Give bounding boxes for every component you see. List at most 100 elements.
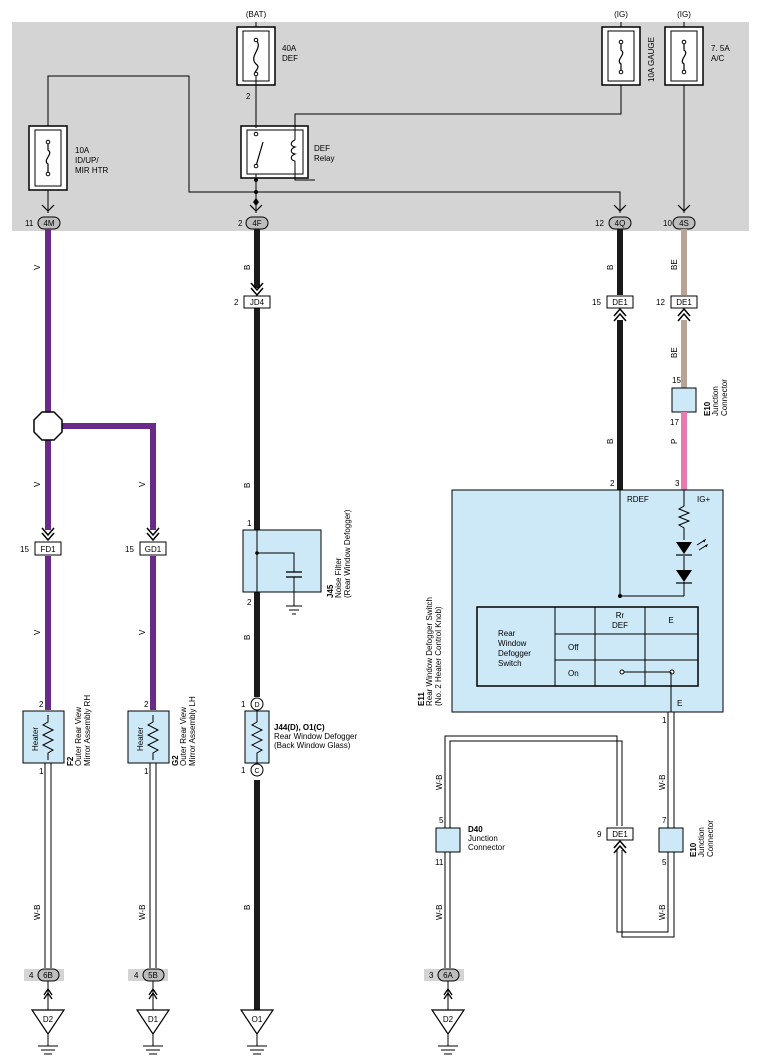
- connector-de1-switch: DE1: [606, 295, 634, 309]
- wire-wb: [44, 763, 157, 968]
- pin-d40-bottom: 11: [435, 858, 444, 867]
- j44-line1: Rear Window Defogger: [274, 732, 357, 741]
- power-source-ig-ac: (IG): [677, 10, 691, 19]
- def-relay: [240, 112, 309, 179]
- wire-color-b-6: B: [606, 439, 615, 444]
- resistor-icon: [146, 715, 160, 760]
- heater-label-rh: Heater: [31, 727, 40, 751]
- e11-code: E11: [417, 692, 426, 706]
- fuse-mirror-htr: [28, 125, 68, 191]
- table-title-4: Switch: [498, 659, 522, 668]
- wire-color-v-1: V: [33, 264, 42, 270]
- resistor-icon: [250, 711, 264, 763]
- wire-color-v-5: V: [138, 629, 147, 635]
- g2-line2: Mirror Assembly LH: [188, 696, 197, 766]
- j45-code: J45: [326, 584, 335, 598]
- wire-color-be-2: BE: [670, 347, 679, 358]
- connector-de1-ig: DE1: [670, 295, 698, 309]
- fuse-gauge: [601, 26, 641, 86]
- e10-bottom-line2: Connector: [706, 820, 715, 857]
- fuse-mirror-rating: 10A: [75, 146, 90, 155]
- row-on: On: [568, 669, 579, 678]
- svg-text:6B: 6B: [43, 971, 53, 980]
- resistor-icon: [41, 715, 55, 760]
- power-source-ig-gauge: (IG): [614, 10, 628, 19]
- d40-line2: Connector: [468, 843, 505, 852]
- pin-4f: 2: [238, 219, 243, 228]
- svg-text:DE1: DE1: [676, 298, 692, 307]
- pin-e10-top-out: 17: [670, 418, 679, 427]
- e11-line2: (No. 2 Heater Control Knob): [434, 606, 443, 706]
- wire-color-wb-5: W-B: [435, 775, 444, 790]
- pin-e10-top-in: 15: [672, 376, 681, 385]
- defogger-switch-e11: [451, 489, 724, 713]
- svg-text:C: C: [254, 768, 259, 775]
- pin-d40-top: 5: [439, 816, 444, 825]
- d40-line1: Junction: [468, 834, 498, 843]
- mirror-heater-rh: [22, 710, 65, 764]
- diode-icon: [676, 570, 692, 582]
- terminal-rdef: RDEF: [627, 495, 649, 504]
- pin-e11-ig: 3: [675, 479, 680, 488]
- j44-pin-c: [250, 763, 264, 777]
- wire-color-wb-2: W-B: [138, 905, 147, 920]
- connector-5b: 5B: [142, 968, 165, 982]
- pin-jd4: 2: [234, 298, 239, 307]
- panel-wiring: [47, 75, 685, 213]
- pin-e10-bottom-out: 5: [662, 858, 667, 867]
- connector-6a: 6A: [437, 968, 460, 982]
- fuse-ac: [664, 26, 704, 86]
- col-rr-1: Rr: [616, 611, 625, 620]
- wire-color-v-4: V: [33, 629, 42, 635]
- ground-o1: [239, 1009, 275, 1055]
- d40-code: D40: [468, 825, 483, 834]
- wire-wb-switch: [444, 712, 675, 968]
- pin-f2-in: 2: [39, 700, 44, 709]
- svg-text:D2: D2: [43, 1015, 54, 1024]
- pin-j44-top: 1: [241, 700, 246, 709]
- pin-e11-e: 1: [662, 716, 667, 725]
- table-title-2: Window: [498, 639, 527, 648]
- pin-de1-switch: 15: [592, 298, 601, 307]
- pin-4s: 10: [663, 219, 672, 228]
- power-source-bat: (BAT): [246, 10, 267, 19]
- junction-connector-d40: [435, 827, 461, 853]
- connector-jd4: JD4: [243, 295, 271, 309]
- svg-text:D1: D1: [148, 1015, 159, 1024]
- relay-label-2: Relay: [314, 154, 334, 163]
- connector-6b: 6B: [37, 968, 60, 982]
- wire-color-b-1: B: [243, 265, 252, 270]
- wire-color-b-3: B: [243, 635, 252, 640]
- svg-text:GD1: GD1: [145, 545, 162, 554]
- wire-color-v-2: V: [33, 481, 42, 487]
- table-title-3: Defogger: [498, 649, 531, 658]
- svg-text:4Q: 4Q: [615, 219, 626, 228]
- svg-text:DE1: DE1: [612, 298, 628, 307]
- junction-connector-e10-bottom: [658, 827, 684, 853]
- col-e: E: [668, 616, 673, 625]
- pin-fd1: 15: [20, 545, 29, 554]
- j45-line2: (Rear Window Defogger): [343, 509, 352, 598]
- led-icon: [676, 542, 692, 554]
- j44-pin-d: [250, 697, 264, 711]
- wire-color-b-5: B: [606, 265, 615, 270]
- connector-4f: 4F: [245, 216, 269, 230]
- connector-4q: 4Q: [608, 216, 632, 230]
- pin-g2-out: 1: [144, 767, 149, 776]
- g2-line1: Outer Rear View: [179, 707, 188, 766]
- pin-e11-rdef: 2: [610, 479, 615, 488]
- pin-j45-out: 2: [247, 598, 252, 607]
- svg-text:4M: 4M: [43, 219, 54, 228]
- f2-line2: Mirror Assembly RH: [83, 695, 92, 766]
- wire-color-b-4: B: [243, 905, 252, 910]
- switch-internal-wiring: [619, 490, 691, 597]
- pin-gd1: 15: [125, 545, 134, 554]
- row-off: Off: [568, 643, 579, 652]
- pin-de1-ig: 12: [656, 298, 665, 307]
- terminal-e: E: [677, 699, 682, 708]
- pin-6a: 3: [429, 971, 434, 980]
- ground-d1: [135, 981, 171, 1055]
- svg-text:4F: 4F: [252, 219, 261, 228]
- mirror-heater-lh: [127, 710, 170, 764]
- e10-bottom-line1: Junction: [697, 827, 706, 857]
